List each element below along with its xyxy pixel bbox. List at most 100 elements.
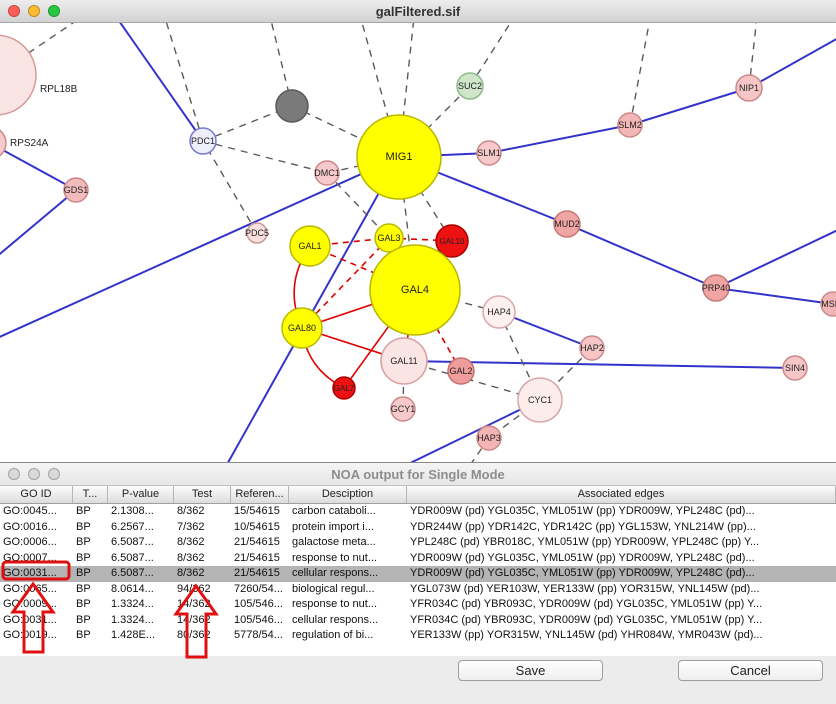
node-NIP1[interactable] — [735, 74, 763, 102]
node-label-MIG1: MIG1 — [386, 151, 413, 163]
cell-r8c0: GO:0019... — [3, 629, 57, 641]
node-RPS24A[interactable] — [0, 127, 7, 159]
column-header-6[interactable]: Associated edges — [407, 486, 836, 503]
cell-r1c0: GO:0016... — [3, 520, 57, 533]
cell-r7c2: 1.3324... — [111, 613, 154, 626]
edge-MUD2-PRP40[interactable] — [566, 223, 717, 289]
node-GAL4[interactable] — [369, 244, 461, 336]
zoom-button[interactable] — [48, 5, 60, 17]
column-header-1[interactable]: T... — [73, 486, 108, 503]
edge-SLM2-NIP1[interactable] — [629, 87, 750, 126]
node-DMC1[interactable] — [314, 160, 340, 186]
cell-r4c5: cellular respons... — [292, 567, 379, 579]
noa-window-title: NOA output for Single Mode — [331, 466, 505, 482]
node-HAP4[interactable] — [482, 295, 516, 329]
edge-PRP40-off[interactable] — [715, 229, 836, 289]
node-label-GAL11: GAL11 — [390, 356, 417, 366]
node-SUC2[interactable] — [456, 72, 484, 100]
edge-SLM2-off[interactable] — [629, 23, 652, 126]
edge-GAL1-GAL4[interactable] — [309, 245, 416, 291]
edge-GRAY1-off[interactable] — [268, 23, 293, 107]
edge-DMC1-GAL3[interactable] — [326, 172, 390, 239]
node-SLM2[interactable] — [617, 112, 643, 138]
node-SLM1[interactable] — [476, 140, 502, 166]
save-button[interactable]: Save — [458, 660, 603, 681]
node-label-GAL2: GAL2 — [449, 366, 472, 376]
edge-GRAY1-MIG1[interactable] — [291, 105, 400, 158]
cancel-button[interactable]: Cancel — [678, 660, 823, 681]
node-MIG1[interactable] — [356, 114, 442, 200]
node-RPL18B[interactable] — [0, 34, 37, 116]
node-HAP3[interactable] — [476, 425, 502, 451]
column-header-5[interactable]: Desciption — [289, 486, 407, 503]
edge-SLM1-SLM2[interactable] — [488, 124, 631, 154]
minimize-button[interactable] — [28, 5, 40, 17]
column-header-4[interactable]: Referen... — [231, 486, 289, 503]
node-GAL3[interactable] — [374, 223, 404, 253]
edge-PDC1-off[interactable] — [110, 23, 204, 142]
edge-MIG1-off[interactable] — [0, 156, 400, 339]
edge-GDS1-off[interactable] — [0, 189, 77, 258]
node-GAL7[interactable] — [332, 376, 356, 400]
edge-GAL11-CYC1[interactable] — [403, 360, 541, 401]
cell-r8c6: YER133W (pp) YOR315W, YNL145W (pd) YHR08… — [410, 629, 763, 641]
network-canvas[interactable]: RPL18BRPS24AGDS1PDC1MIG1SUC2SLM1SLM2NIP1… — [0, 23, 836, 463]
graph-window-titlebar[interactable]: galFiltered.sif — [0, 0, 836, 23]
close-button[interactable] — [8, 468, 20, 480]
edge-GDS1-RPS24A[interactable] — [0, 143, 77, 191]
edge-GAL3-GAL80[interactable] — [301, 237, 390, 329]
node-GAL80[interactable] — [281, 307, 323, 349]
node-PRP40[interactable] — [702, 274, 730, 302]
column-header-3[interactable]: Test — [174, 486, 231, 503]
cell-r4c4: 21/54615 — [234, 567, 280, 579]
node-HAP2[interactable] — [579, 335, 605, 361]
node-GDS1[interactable] — [63, 177, 89, 203]
cell-r0c3: 8/362 — [177, 505, 205, 517]
node-GAL10[interactable] — [435, 224, 469, 258]
node-CYC1[interactable] — [517, 377, 563, 423]
node-MUD2[interactable] — [553, 210, 581, 238]
node-GAL11[interactable] — [380, 337, 428, 385]
cell-r1c4: 10/54615 — [234, 520, 280, 533]
edge-MIG1-GAL4[interactable] — [398, 156, 416, 291]
node-label-NIP1: NIP1 — [739, 83, 759, 93]
edge-CYC1-off[interactable] — [400, 399, 541, 463]
close-button[interactable] — [8, 5, 20, 17]
graph-window-title: galFiltered.sif — [375, 3, 461, 19]
node-label-SUC2: SUC2 — [458, 81, 482, 91]
cell-r5c2: 8.0614... — [111, 582, 154, 595]
column-header-0[interactable]: GO ID — [0, 486, 73, 503]
edge-PDC1-DMC1[interactable] — [202, 140, 328, 174]
node-GRAY1[interactable] — [275, 89, 309, 123]
node-PDC1[interactable] — [189, 127, 217, 155]
node-SIN4[interactable] — [782, 355, 808, 381]
node-label-SLM1: SLM1 — [477, 148, 501, 158]
node-GCY1[interactable] — [390, 396, 416, 422]
edge-NIP1-off[interactable] — [748, 37, 836, 89]
edge-PDC1-off[interactable] — [162, 23, 204, 142]
noa-window-titlebar[interactable]: NOA output for Single Mode — [0, 463, 836, 486]
column-header-2[interactable]: P-value — [108, 486, 174, 503]
edge-PDC5-PDC1[interactable] — [202, 140, 258, 234]
zoom-button[interactable] — [48, 468, 60, 480]
node-label-PDC5: PDC5 — [245, 228, 269, 238]
node-label-SIN4: SIN4 — [785, 363, 805, 373]
node-PDC5[interactable] — [246, 222, 268, 244]
cell-r6c2: 1.3324... — [111, 598, 154, 610]
edge-SUC2-off[interactable] — [469, 23, 520, 87]
node-GAL1[interactable] — [289, 225, 331, 267]
minimize-button[interactable] — [28, 468, 40, 480]
node-GAL2[interactable] — [447, 357, 475, 385]
window-controls — [8, 0, 60, 22]
edge-PRP40-MSL1[interactable] — [715, 287, 834, 305]
node-MSL1[interactable] — [820, 291, 836, 317]
